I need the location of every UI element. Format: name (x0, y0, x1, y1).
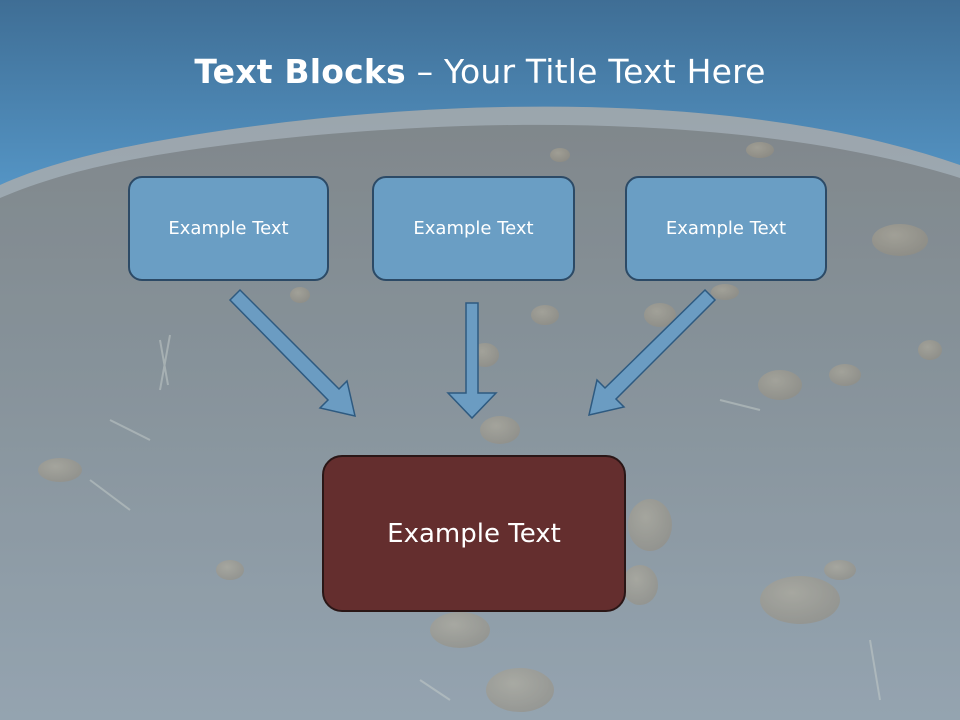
text-block-3-label: Example Text (665, 218, 787, 239)
page-title: Text Blocks – Your Title Text Here (0, 52, 960, 91)
target-block[interactable]: Example Text (322, 455, 626, 612)
text-block-1[interactable]: Example Text (128, 176, 329, 281)
title-bold: Text Blocks (194, 52, 406, 91)
title-dash: – (405, 52, 444, 91)
text-block-3[interactable]: Example Text (625, 176, 827, 281)
soil-texture (38, 142, 942, 712)
header-band (0, 0, 960, 185)
text-block-1-label: Example Text (168, 218, 289, 239)
text-block-2[interactable]: Example Text (372, 176, 575, 281)
grass-strands (89, 334, 881, 701)
target-block-label: Example Text (387, 518, 561, 549)
text-block-2-label: Example Text (413, 218, 534, 239)
header-glow (0, 106, 960, 198)
title-rest: Your Title Text Here (443, 52, 766, 91)
